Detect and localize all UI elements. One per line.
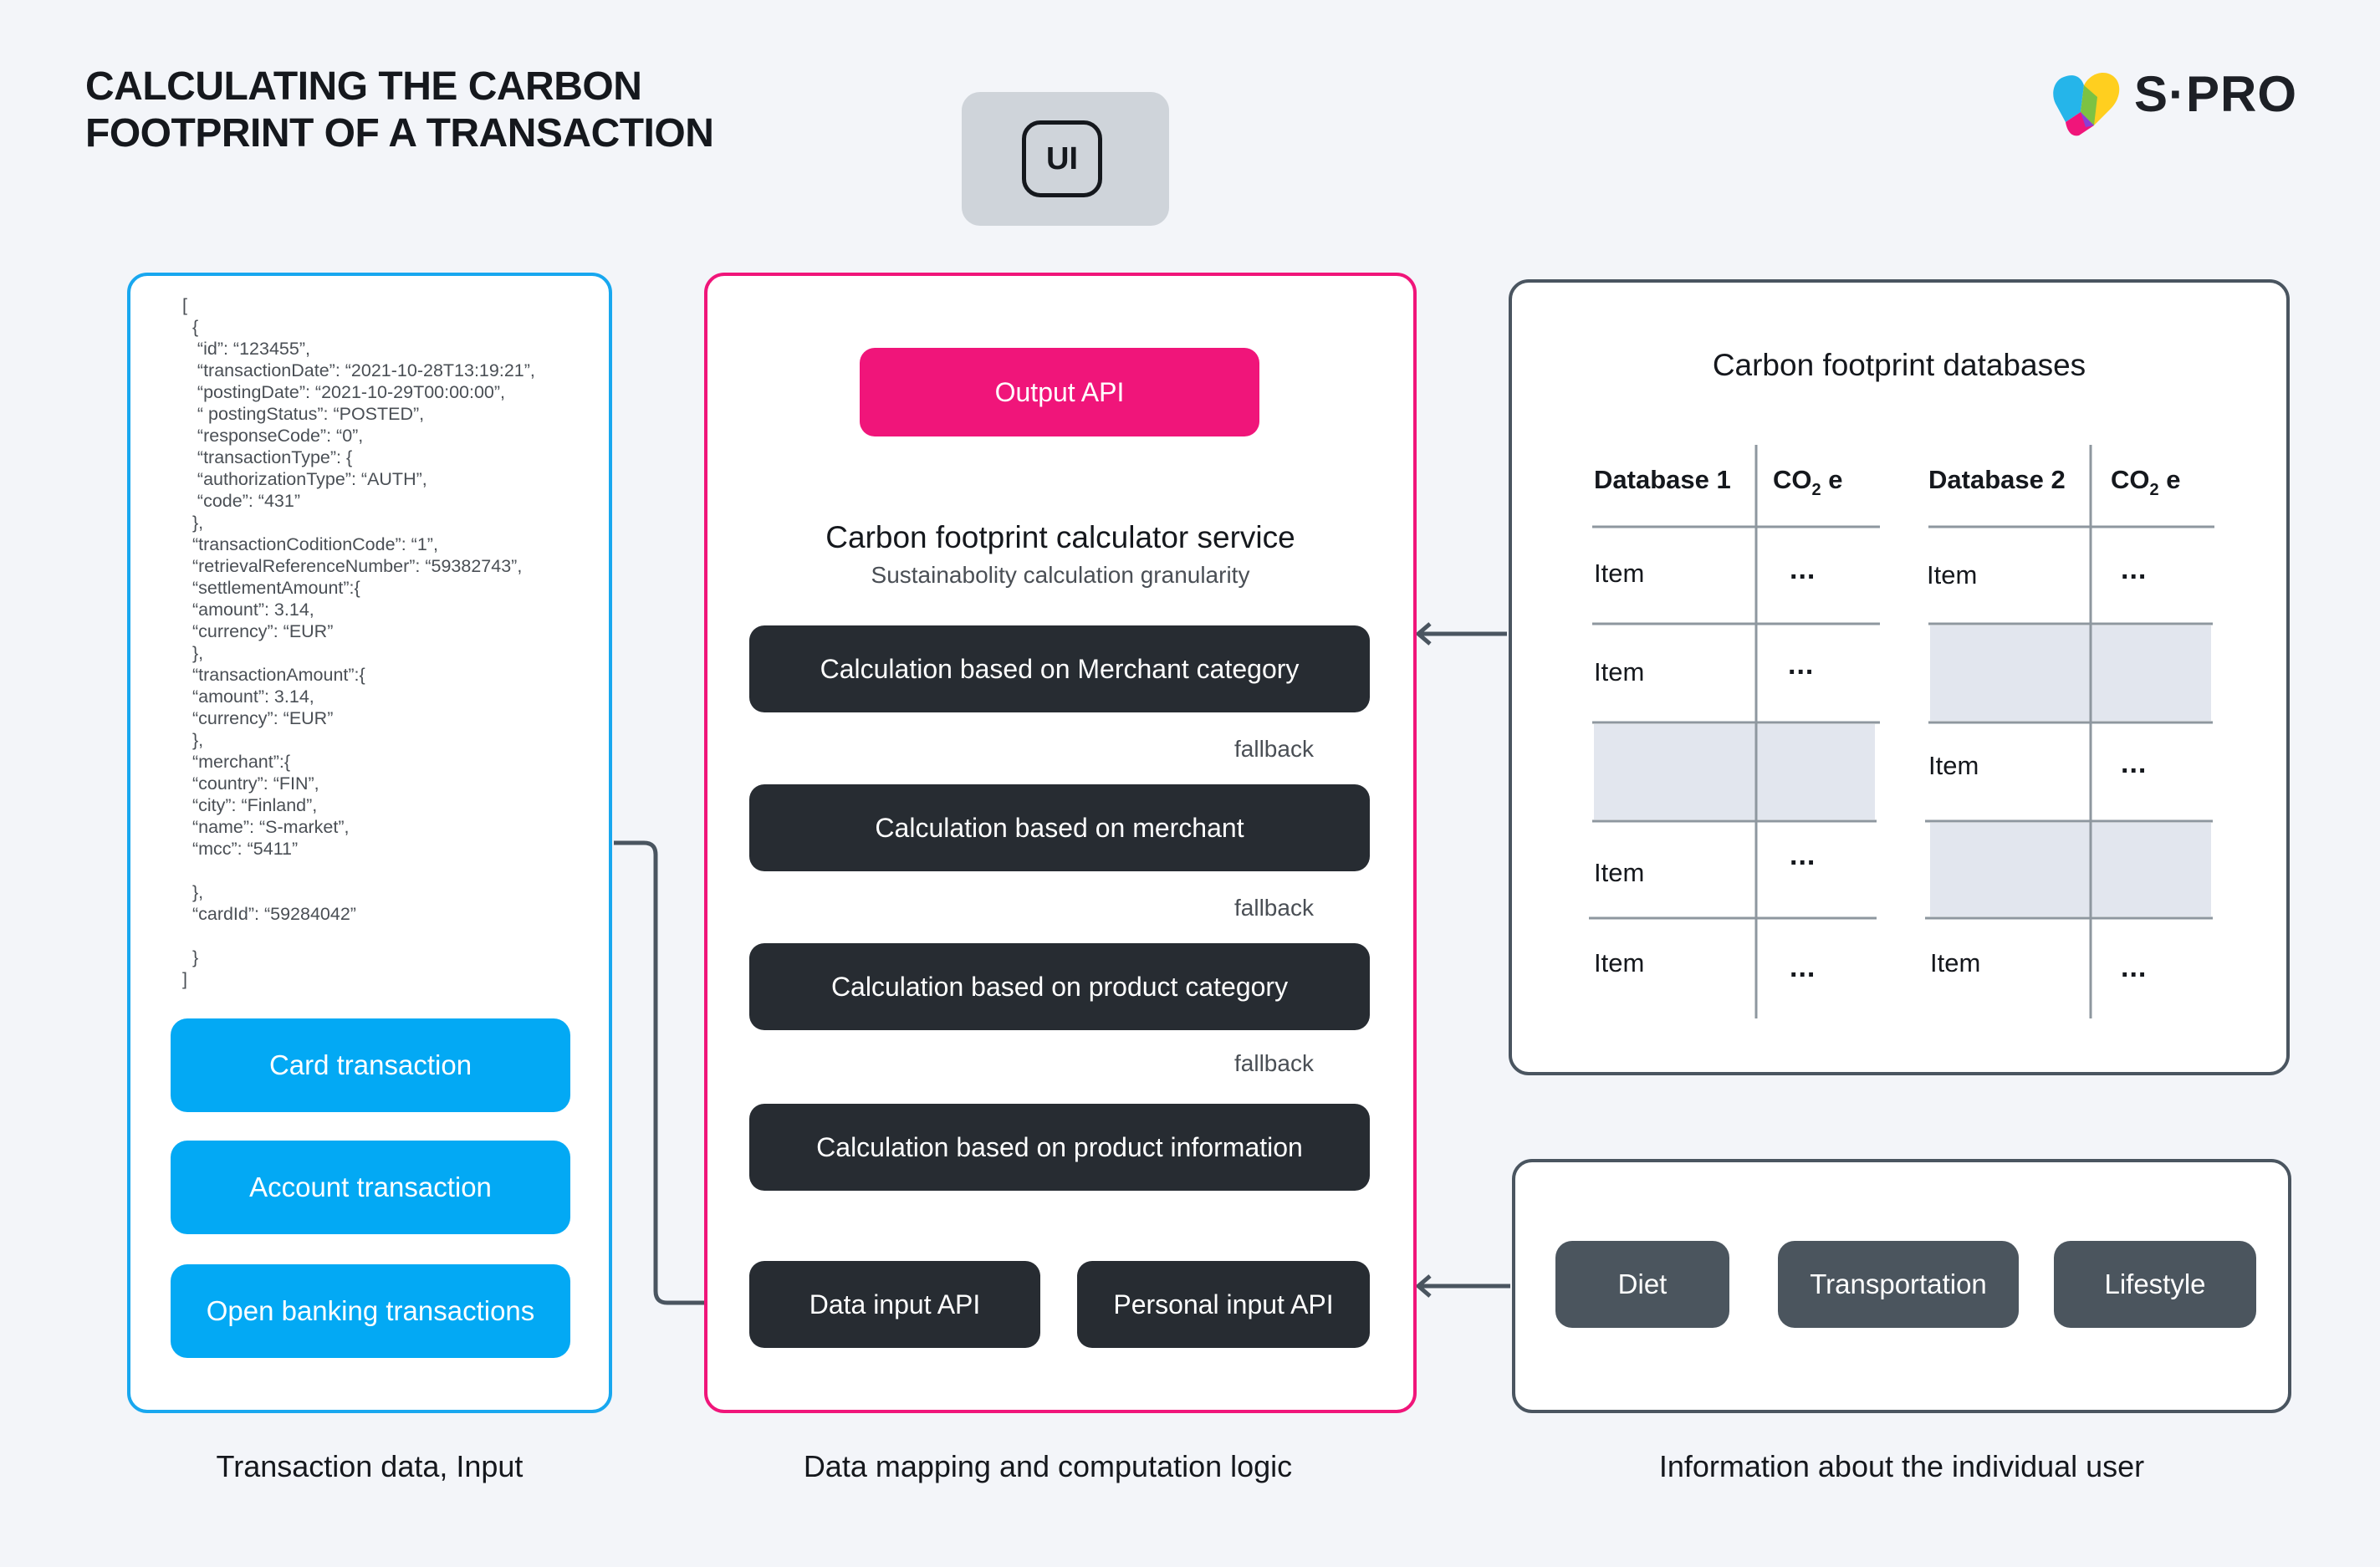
json-line: “ postingStatus”: “POSTED”, <box>182 404 425 424</box>
json-line: }, <box>182 513 204 533</box>
json-line: “mcc”: “5411” <box>182 839 299 859</box>
json-line: “postingDate”: “2021-10-29T00:00:00”, <box>182 382 506 402</box>
db1-value-5: ... <box>1790 952 1816 983</box>
open-banking-button[interactable]: Open banking transactions <box>171 1264 570 1358</box>
json-line: “country”: “FIN”, <box>182 773 319 794</box>
title-line-2: FOOTPRINT OF A TRANSACTION <box>85 111 714 156</box>
db1-item-4: Item <box>1594 858 1645 887</box>
step-product-category[interactable]: Calculation based on product category <box>749 943 1370 1030</box>
input-caption: Transaction data, Input <box>216 1449 523 1483</box>
databases-title: Carbon footprint databases <box>1712 348 2086 382</box>
service-title: Carbon footprint calculator service <box>825 520 1295 554</box>
co2-suffix: e <box>2166 465 2181 494</box>
json-line: “transactionDate”: “2021-10-28T13:19:21”… <box>182 360 535 380</box>
json-line: “amount”: 3.14, <box>182 687 314 707</box>
account-transaction-button[interactable]: Account transaction <box>171 1141 570 1234</box>
json-line: “authorizationType”: “AUTH”, <box>182 469 427 489</box>
db2-value-3: ... <box>2121 748 2148 779</box>
json-line: “amount”: 3.14, <box>182 600 314 620</box>
db1-value-4: ... <box>1790 840 1816 871</box>
co2-suffix: e <box>1828 465 1843 494</box>
json-line: }, <box>182 643 204 663</box>
card-transaction-button[interactable]: Card transaction <box>171 1018 570 1112</box>
db1-value-2: ... <box>1788 649 1815 681</box>
fallback-label-1: fallback <box>1234 736 1314 762</box>
db1-item-2: Item <box>1594 657 1645 687</box>
db1-empty-row <box>1594 724 1875 819</box>
json-line: ] <box>182 969 187 989</box>
json-line: “retrievalReferenceNumber”: “59382743”, <box>182 556 523 576</box>
json-line: “transactionAmount”:{ <box>182 665 365 685</box>
step-product-information[interactable]: Calculation based on product information <box>749 1104 1370 1191</box>
co2-text: CO <box>1773 465 1812 494</box>
json-line: “settlementAmount”:{ <box>182 578 360 598</box>
page-title: CALCULATING THE CARBON FOOTPRINT OF A TR… <box>85 64 838 157</box>
heart-logo-icon <box>2053 73 2120 136</box>
json-line: “code”: “431” <box>182 491 300 511</box>
db2-item-5: Item <box>1930 948 1981 977</box>
fallback-label-3: fallback <box>1234 1050 1314 1076</box>
json-line: [ <box>182 295 187 315</box>
title-line-1: CALCULATING THE CARBON <box>85 64 642 109</box>
db2-value-1: ... <box>2121 554 2148 585</box>
db2-item-3: Item <box>1928 751 1979 780</box>
personal-input-api[interactable]: Personal input API <box>1077 1261 1370 1348</box>
db1-item-1: Item <box>1594 559 1645 588</box>
json-line: } <box>182 947 199 967</box>
json-line: “city”: “Finland”, <box>182 795 318 815</box>
json-line: “cardId”: “59284042” <box>182 904 356 924</box>
ui-box: UI <box>962 92 1169 226</box>
output-api-box[interactable]: Output API <box>860 348 1259 436</box>
ui-icon: UI <box>1022 120 1102 197</box>
db1-value-1: ... <box>1790 554 1816 585</box>
user-caption: Information about the individual user <box>1658 1449 2145 1483</box>
json-line: “transactionCoditionCode”: “1”, <box>182 534 438 554</box>
fallback-label-2: fallback <box>1234 895 1314 921</box>
db2-item-1: Item <box>1927 560 1978 590</box>
data-input-api[interactable]: Data input API <box>749 1261 1040 1348</box>
db2-header: Database 2 <box>1928 465 2066 494</box>
json-line: “id”: “123455”, <box>182 339 310 359</box>
db2-value-5: ... <box>2121 952 2148 983</box>
json-line: }, <box>182 882 204 902</box>
lifestyle-chip[interactable]: Lifestyle <box>2054 1241 2256 1328</box>
json-line: “name”: “S-market”, <box>182 817 350 837</box>
json-line: { <box>182 317 199 337</box>
transportation-chip[interactable]: Transportation <box>1778 1241 2019 1328</box>
step-merchant[interactable]: Calculation based on merchant <box>749 784 1370 871</box>
service-subtitle: Sustainabolity calculation granularity <box>871 562 1250 588</box>
diet-chip[interactable]: Diet <box>1555 1241 1729 1328</box>
db1-header: Database 1 <box>1594 465 1731 494</box>
db1-co2-header: CO2 e <box>1773 465 1843 499</box>
logo-text: S·PRO <box>2134 66 2298 122</box>
step-merchant-category[interactable]: Calculation based on Merchant category <box>749 625 1370 712</box>
spro-logo: S·PRO <box>2047 60 2298 144</box>
logic-caption: Data mapping and computation logic <box>803 1449 1293 1483</box>
co2-text: CO <box>2111 465 2150 494</box>
db1-item-5: Item <box>1594 948 1645 977</box>
co2-subscript: 2 <box>2149 481 2159 499</box>
json-line: “transactionType”: { <box>182 447 353 467</box>
json-line: “merchant”:{ <box>182 752 291 772</box>
db2-empty-row-1 <box>1930 625 2211 721</box>
co2-subscript: 2 <box>1811 481 1821 499</box>
transaction-json-sample: [ { “id”: “123455”, “transactionDate”: “… <box>182 294 584 990</box>
db2-empty-row-2 <box>1930 823 2211 916</box>
json-line: “currency”: “EUR” <box>182 708 334 728</box>
json-line: “currency”: “EUR” <box>182 621 334 641</box>
json-line: }, <box>182 730 204 750</box>
json-line: “responseCode”: “0”, <box>182 426 364 446</box>
db2-co2-header: CO2 e <box>2111 465 2181 499</box>
